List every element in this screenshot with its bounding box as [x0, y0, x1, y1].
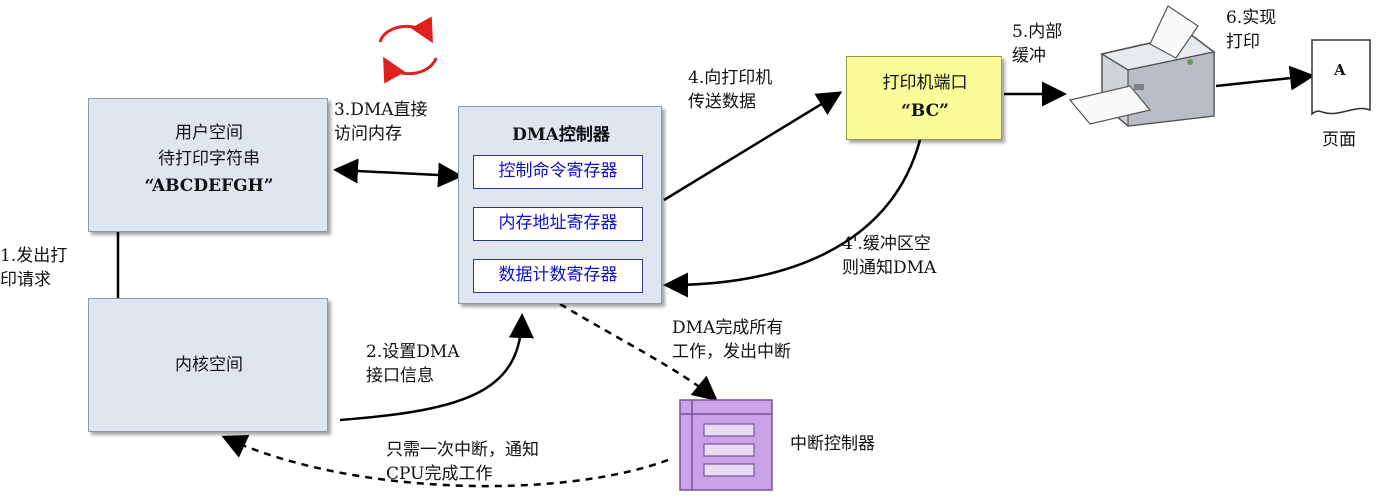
register-memory-address: 内存地址寄存器: [473, 207, 643, 241]
interrupt-controller-label: 中断控制器: [790, 434, 875, 454]
step4b-label: 4'.缓冲区空则通知DMA: [842, 234, 937, 278]
document-page-icon: [1311, 39, 1371, 116]
register-control-command: 控制命令寄存器: [473, 155, 643, 189]
user-space-label: 用户空间: [175, 123, 243, 143]
print-string: “ABCDEFGH”: [144, 176, 274, 196]
arrow-buffer-empty: [663, 139, 922, 298]
page-label: 页面: [1322, 130, 1356, 150]
step5-label: 5.内部缓冲: [1012, 22, 1063, 66]
printer-port-code: “BC”: [901, 101, 949, 121]
printer-port-label: 打印机端口: [882, 73, 968, 93]
step1-label: 1.发出打印请求: [0, 246, 68, 290]
step3-label: 3.DMA直接访问内存: [334, 100, 428, 144]
arrow-dma-memory: [333, 158, 463, 188]
dma-done-label: DMA完成所有工作，发出中断: [672, 318, 791, 362]
arrow-interrupt-cpu: [221, 434, 669, 488]
printer-icon: [1068, 5, 1216, 127]
arrow-print: [1215, 65, 1315, 91]
register-data-count: 数据计数寄存器: [473, 259, 643, 293]
arrow-send-data: [663, 91, 843, 202]
dma-controller-box: DMA控制器 控制命令寄存器 内存地址寄存器 数据计数寄存器: [458, 106, 662, 304]
pending-string-label: 待打印字符串: [158, 149, 260, 169]
printer-port-box: 打印机端口 “BC”: [846, 56, 1002, 140]
kernel-space-box: 内核空间: [88, 298, 328, 432]
refresh-cycle-icon: [378, 16, 438, 84]
arrow-setup-dma: [339, 313, 534, 422]
kernel-space-label: 内核空间: [175, 355, 243, 375]
page-letter: A: [1334, 61, 1346, 79]
step6-label: 6.实现打印: [1226, 8, 1277, 52]
user-space-box: 用户空间 待打印字符串 “ABCDEFGH”: [88, 98, 328, 232]
step4-label: 4.向打印机传送数据: [688, 68, 773, 112]
dma-controller-title: DMA控制器: [512, 125, 610, 145]
interrupt-controller-icon: [679, 399, 773, 491]
